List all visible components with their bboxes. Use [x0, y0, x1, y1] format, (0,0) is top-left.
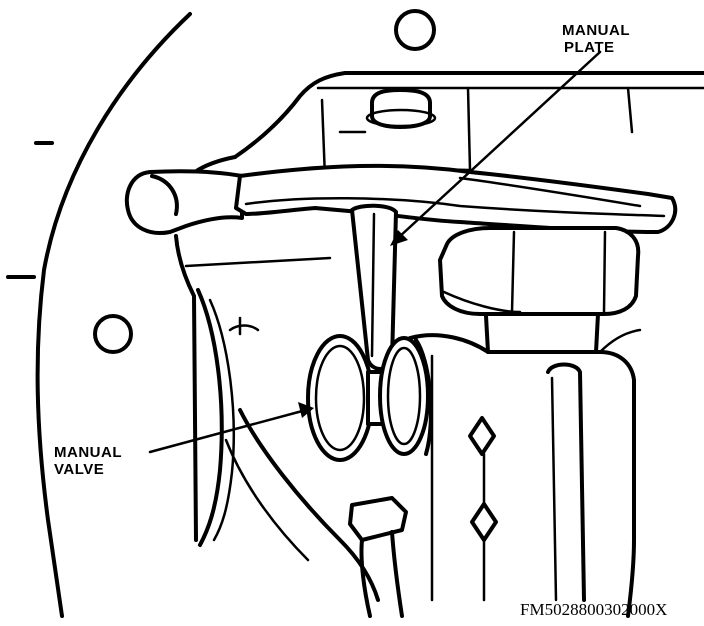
left-boss-arm [124, 169, 244, 235]
manual-valve-bore-edge [414, 338, 433, 456]
boss-top-rim [365, 108, 437, 128]
retainer-clip-stem [359, 538, 372, 618]
manual-valve-label-line2: VALVE [54, 461, 105, 478]
manual-valve-front-land-face [314, 344, 366, 452]
valve-body-left-rib [320, 98, 327, 180]
valve-body-left-wall [174, 234, 198, 542]
valve-body-right-section [408, 333, 636, 618]
hex-nut-face-2 [602, 230, 607, 314]
valve-body-top-outline [233, 71, 704, 159]
manual-plate-arrowhead [390, 230, 408, 246]
hex-nut-face-1 [510, 230, 516, 314]
manual-plate-leader [396, 50, 602, 240]
manual-valve-label-line1: MANUAL [54, 444, 122, 461]
housing-outer-arc [35, 12, 192, 618]
valve-body-right-flange [598, 328, 642, 354]
boss-top [370, 88, 432, 129]
lower-pan-rail [238, 408, 380, 602]
figure-code: FM5028800302000X [520, 600, 668, 619]
valve-body-seam [466, 86, 472, 172]
valve-body-right-edge [626, 86, 634, 134]
manual-valve-label: MANUAL VALVE [54, 444, 122, 478]
left-boss-curl [150, 174, 179, 216]
valve-body-right-post-inner [550, 376, 558, 602]
valve-body-right-post [546, 362, 586, 602]
valve-body-left-wall-inner [184, 256, 332, 268]
manual-plate-label: MANUAL PLATE [562, 22, 630, 56]
housing-hole-top [394, 9, 436, 51]
hex-nut [438, 226, 641, 316]
manual-plate-label-line1: MANUAL [562, 22, 630, 39]
valve-body-left-stub-2 [228, 324, 260, 332]
hex-nut-underside-right [594, 312, 600, 354]
manual-valve-front-land [306, 334, 374, 462]
manual-plate-edge [244, 196, 666, 218]
hex-nut-underside [484, 314, 490, 354]
detent-diamond-lower [470, 502, 498, 542]
retainer-clip-stem-2 [390, 530, 404, 618]
manual-plate-label-line2: PLATE [564, 39, 615, 56]
manual-valve-arrowhead [298, 402, 314, 418]
retainer-clip [348, 496, 408, 542]
manual-plate-inner [458, 176, 642, 208]
manual-valve-link-highlight [370, 212, 376, 358]
manual-valve-leader [148, 408, 308, 454]
detent-diamond-upper [468, 416, 496, 456]
housing-hole-left [93, 314, 133, 354]
hex-nut-bottom-curve [442, 290, 522, 314]
manual-valve-rear-land-face [386, 346, 422, 446]
valve-cover-curve [196, 288, 224, 547]
lower-pan-rail-2 [224, 438, 310, 562]
valve-cover-curve-inner [208, 298, 235, 542]
